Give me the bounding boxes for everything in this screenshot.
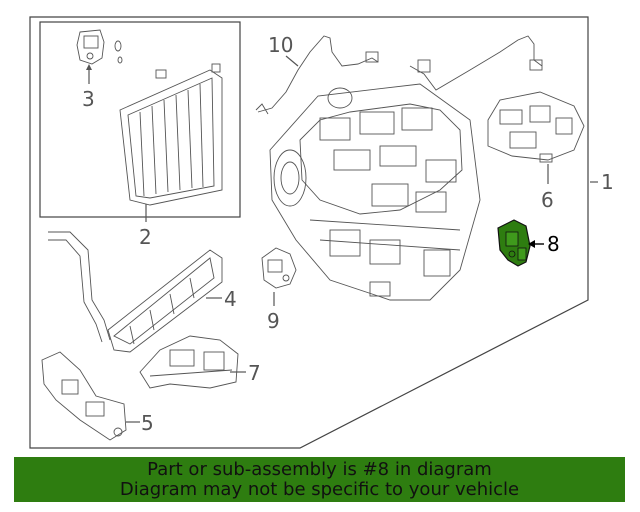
part-3-expansion-valve[interactable] xyxy=(76,29,123,65)
callout-4: 4 xyxy=(224,287,237,311)
part-6-duct-assembly[interactable] xyxy=(487,91,585,163)
callout-7: 7 xyxy=(248,361,261,385)
part-7-duct[interactable] xyxy=(139,335,239,389)
callout-6: 6 xyxy=(541,188,554,212)
callout-1: 1 xyxy=(601,170,614,194)
callout-5: 5 xyxy=(141,411,154,435)
banner-line-2: Diagram may not be specific to your vehi… xyxy=(119,479,520,500)
callout-10: 10 xyxy=(268,33,293,57)
parts-diagram: 3 2 10 xyxy=(29,16,614,449)
part-2-evaporator[interactable] xyxy=(119,63,223,206)
callout-2: 2 xyxy=(139,225,152,249)
part-4-heater-core[interactable] xyxy=(48,231,223,353)
callout-3: 3 xyxy=(82,87,95,111)
info-banner: Part or sub-assembly is #8 in diagram Di… xyxy=(14,457,625,502)
callout-8: 8 xyxy=(547,232,560,256)
banner-line-1: Part or sub-assembly is #8 in diagram xyxy=(147,459,492,480)
part-1-hvac-housing[interactable] xyxy=(269,83,481,301)
callout-9: 9 xyxy=(267,309,280,333)
part-10-wiring-harness[interactable] xyxy=(255,35,543,115)
part-8-actuator-highlighted[interactable] xyxy=(497,219,531,267)
part-5-lower-duct[interactable] xyxy=(41,351,127,441)
inset-box xyxy=(39,21,241,218)
assembly-frame xyxy=(29,16,589,449)
part-9-actuator[interactable] xyxy=(261,247,297,289)
